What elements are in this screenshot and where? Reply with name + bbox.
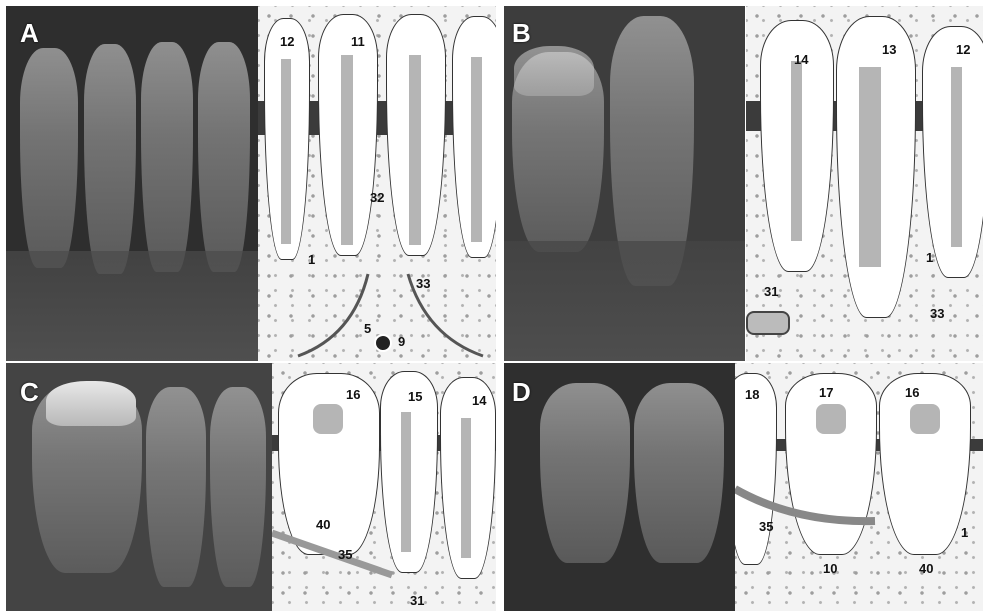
label-tooth-14: 14: [794, 52, 808, 67]
label-10: 10: [823, 561, 837, 576]
panel-c-drawing: 16 15 14 40 35 31: [272, 363, 496, 611]
panel-a-letter: A: [20, 18, 39, 49]
panel-a-xray: [6, 6, 258, 361]
label-35: 35: [759, 519, 773, 534]
label-tooth-12: 12: [280, 34, 294, 49]
label-tooth-12: 12: [956, 42, 970, 57]
label-35: 35: [338, 547, 352, 562]
label-33: 33: [416, 276, 430, 291]
label-33: 33: [930, 306, 944, 321]
label-tooth-16: 16: [346, 387, 360, 402]
panel-a: A 12 11 32 1 33 5 9: [0, 0, 496, 361]
panel-b-letter: B: [512, 18, 531, 49]
panel-d-letter: D: [512, 377, 531, 408]
panel-a-drawing: 12 11 32 1 33 5 9: [258, 6, 496, 361]
panel-c: C 16 15 14 40 35 31: [0, 361, 496, 613]
label-tooth-13: 13: [882, 42, 896, 57]
panel-b-xray: [504, 6, 745, 361]
panel-c-xray: [6, 363, 272, 611]
label-tooth-15: 15: [408, 389, 422, 404]
label-9: 9: [398, 334, 405, 349]
label-tooth-16: 16: [905, 385, 919, 400]
panel-d-xray: [504, 363, 735, 611]
label-1: 1: [926, 250, 933, 265]
label-tooth-14: 14: [472, 393, 486, 408]
label-tooth-11: 11: [351, 34, 365, 49]
label-tooth-17: 17: [819, 385, 833, 400]
label-31: 31: [764, 284, 778, 299]
panel-d-drawing: 18 17 16 35 1 10 40: [735, 363, 983, 611]
label-40: 40: [316, 517, 330, 532]
panel-d: D 18 17 16 35 1 10 40: [500, 361, 987, 613]
label-1: 1: [308, 252, 315, 267]
label-tooth-18: 18: [745, 387, 759, 402]
label-5: 5: [364, 321, 371, 336]
label-1: 1: [961, 525, 968, 540]
label-40: 40: [919, 561, 933, 576]
panel-c-letter: C: [20, 377, 39, 408]
panel-b-drawing: 14 13 12 1 31 33: [746, 6, 983, 361]
label-31: 31: [410, 593, 424, 608]
label-32: 32: [370, 190, 384, 205]
panel-b: B 14 13 12 1 31 33: [500, 0, 987, 361]
